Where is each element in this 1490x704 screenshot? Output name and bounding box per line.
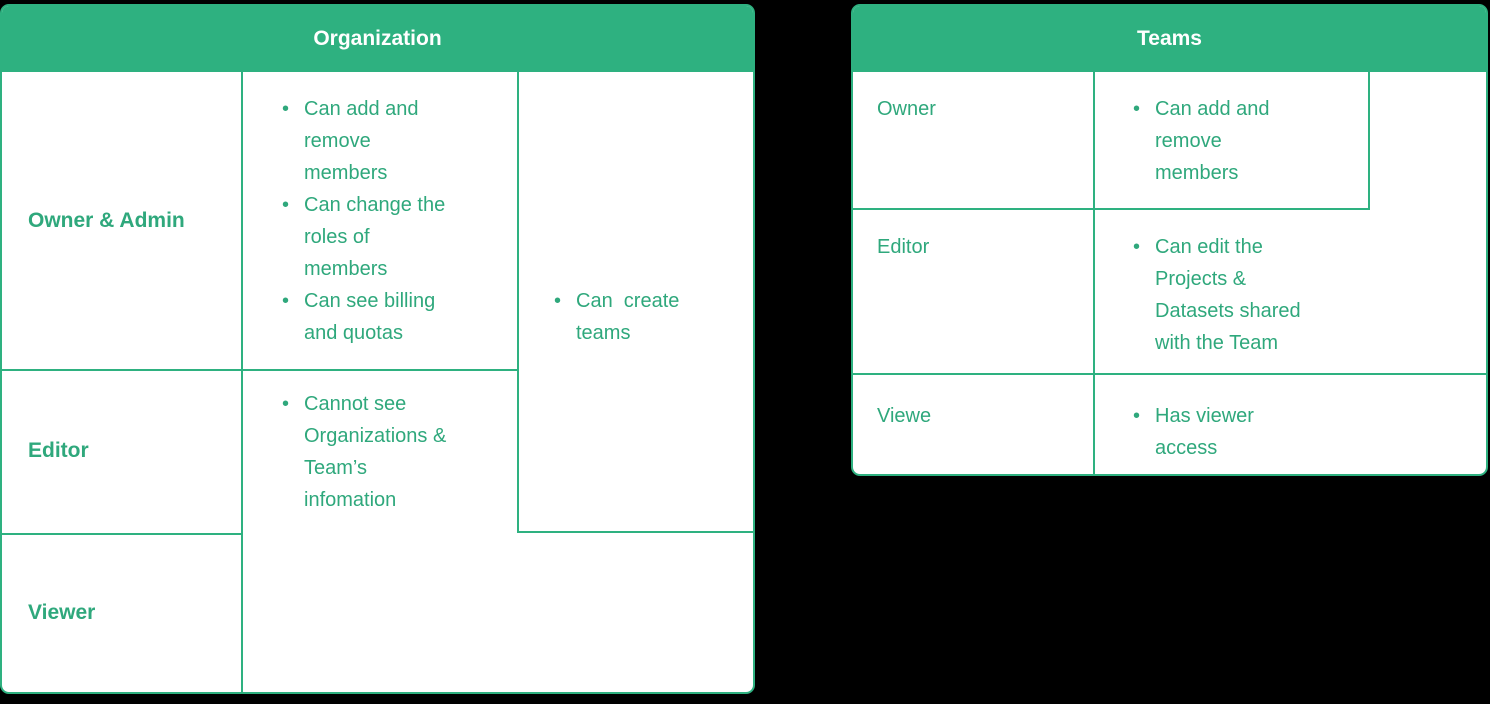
bullet-item: Can edit the Projects & Datasets shared … — [1131, 231, 1351, 359]
org-row-label-editor: Editor — [28, 438, 89, 462]
bullet-item: Can change the roles of members — [280, 189, 480, 285]
bullet-item: Cannot see Organizations & Team’s infoma… — [280, 388, 480, 516]
teams-owner-permissions-list: Can add and remove members — [1131, 93, 1341, 189]
org-row-label-viewer: Viewer — [28, 600, 96, 624]
teams-owner-cell-right-border — [1368, 72, 1370, 208]
teams-row-divider-owner-editor — [853, 208, 1370, 210]
bullet-item: Can create teams — [552, 285, 722, 349]
org-row-divider-owner-editor — [2, 369, 519, 371]
teams-row-divider-editor-viewer — [853, 373, 1486, 375]
org-column-divider-2 — [517, 72, 519, 533]
bullet-item: Can see billing and quotas — [280, 285, 480, 349]
bullet-item: Can add and remove members — [280, 93, 480, 189]
org-create-teams-cell-bottom-border — [517, 531, 753, 533]
teams-table-title: Teams — [853, 6, 1486, 72]
teams-row-label-editor: Editor — [877, 236, 930, 258]
teams-column-divider — [1093, 72, 1095, 474]
bullet-item: Can add and remove members — [1131, 93, 1341, 189]
bullet-item: Has viewer access — [1131, 400, 1341, 464]
org-create-teams-permissions-list: Can create teams — [552, 285, 722, 349]
teams-table: Teams Owner Editor Viewe Can add and rem… — [851, 4, 1488, 476]
org-row-label-owner-admin: Owner & Admin — [28, 208, 185, 232]
org-owner-admin-permissions-list: Can add and remove membersCan change the… — [280, 93, 480, 349]
teams-viewe-permissions-list: Has viewer access — [1131, 400, 1341, 464]
org-column-divider-1 — [241, 72, 243, 692]
org-row-divider-editor-viewer — [2, 533, 243, 535]
org-editor-permissions-list: Cannot see Organizations & Team’s infoma… — [280, 388, 480, 516]
teams-editor-permissions-list: Can edit the Projects & Datasets shared … — [1131, 231, 1351, 359]
teams-row-label-owner: Owner — [877, 98, 936, 120]
teams-row-label-viewe: Viewe — [877, 405, 932, 427]
organization-table: Organization Owner & Admin Editor Viewer… — [0, 4, 755, 694]
organization-table-title: Organization — [2, 6, 753, 72]
